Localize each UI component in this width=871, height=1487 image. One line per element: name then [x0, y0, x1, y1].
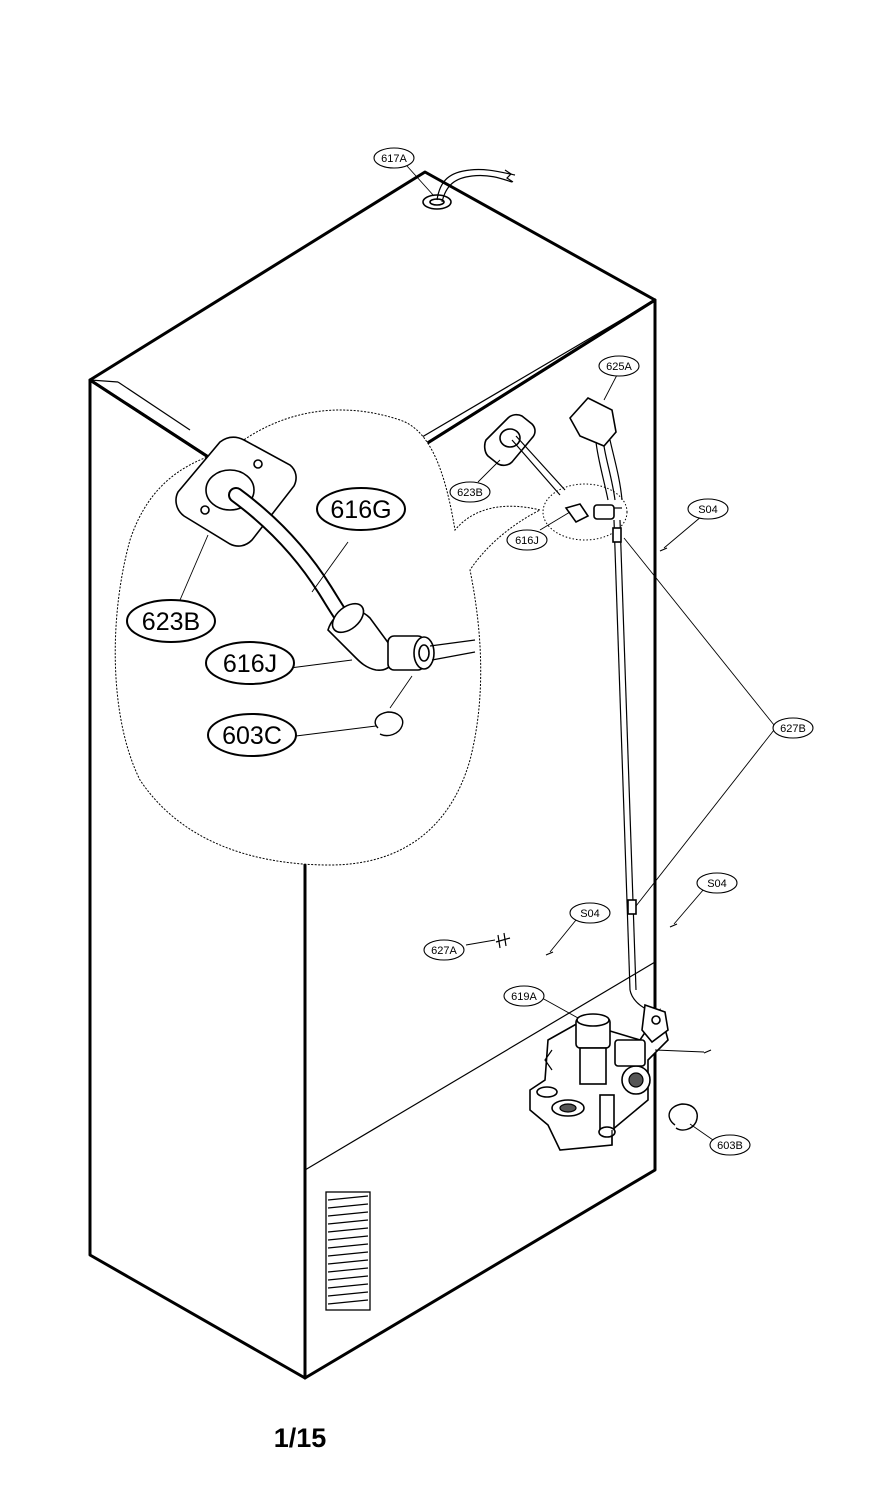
- svg-text:616J: 616J: [223, 650, 277, 678]
- svg-text:603C: 603C: [222, 722, 282, 750]
- callout-627A: 627A: [423, 939, 465, 961]
- callout-617A: 617A: [373, 147, 415, 169]
- callout-603C-big: 603C: [207, 713, 297, 757]
- svg-text:S04: S04: [580, 908, 600, 920]
- svg-text:625A: 625A: [606, 361, 632, 373]
- svg-text:616J: 616J: [515, 535, 539, 547]
- callout-619A: 619A: [503, 985, 545, 1007]
- upper-assembly: [483, 397, 712, 1054]
- callout-625A: 625A: [598, 355, 640, 377]
- svg-text:623B: 623B: [142, 608, 200, 636]
- callout-616J-small: 616J: [506, 529, 548, 551]
- callout-616J-big: 616J: [205, 641, 295, 685]
- water-valve-619A: [529, 1003, 698, 1151]
- callout-623B-small: 623B: [449, 481, 491, 503]
- callout-S04-low: S04: [569, 902, 611, 924]
- callout-603B: 603B: [709, 1134, 751, 1156]
- leader-lines: [179, 165, 775, 1141]
- callout-627B: 627B: [772, 717, 814, 739]
- callout-623B-big: 623B: [126, 599, 216, 643]
- svg-text:603B: 603B: [717, 1140, 743, 1152]
- grommet-617A: [422, 168, 516, 210]
- svg-text:617A: 617A: [381, 153, 407, 165]
- svg-text:619A: 619A: [511, 991, 537, 1003]
- svg-text:616G: 616G: [330, 496, 391, 524]
- vent-grille: [325, 1191, 371, 1311]
- svg-text:627A: 627A: [431, 945, 457, 957]
- svg-text:S04: S04: [707, 878, 727, 890]
- svg-text:627B: 627B: [780, 723, 806, 735]
- callout-616G-big: 616G: [316, 487, 406, 531]
- callout-S04-top: S04: [687, 498, 729, 520]
- svg-text:S04: S04: [698, 504, 718, 516]
- magnified-detail: [114, 409, 542, 866]
- svg-text:623B: 623B: [457, 487, 483, 499]
- page-number: 1/15: [274, 1423, 327, 1453]
- callout-S04-mid: S04: [696, 872, 738, 894]
